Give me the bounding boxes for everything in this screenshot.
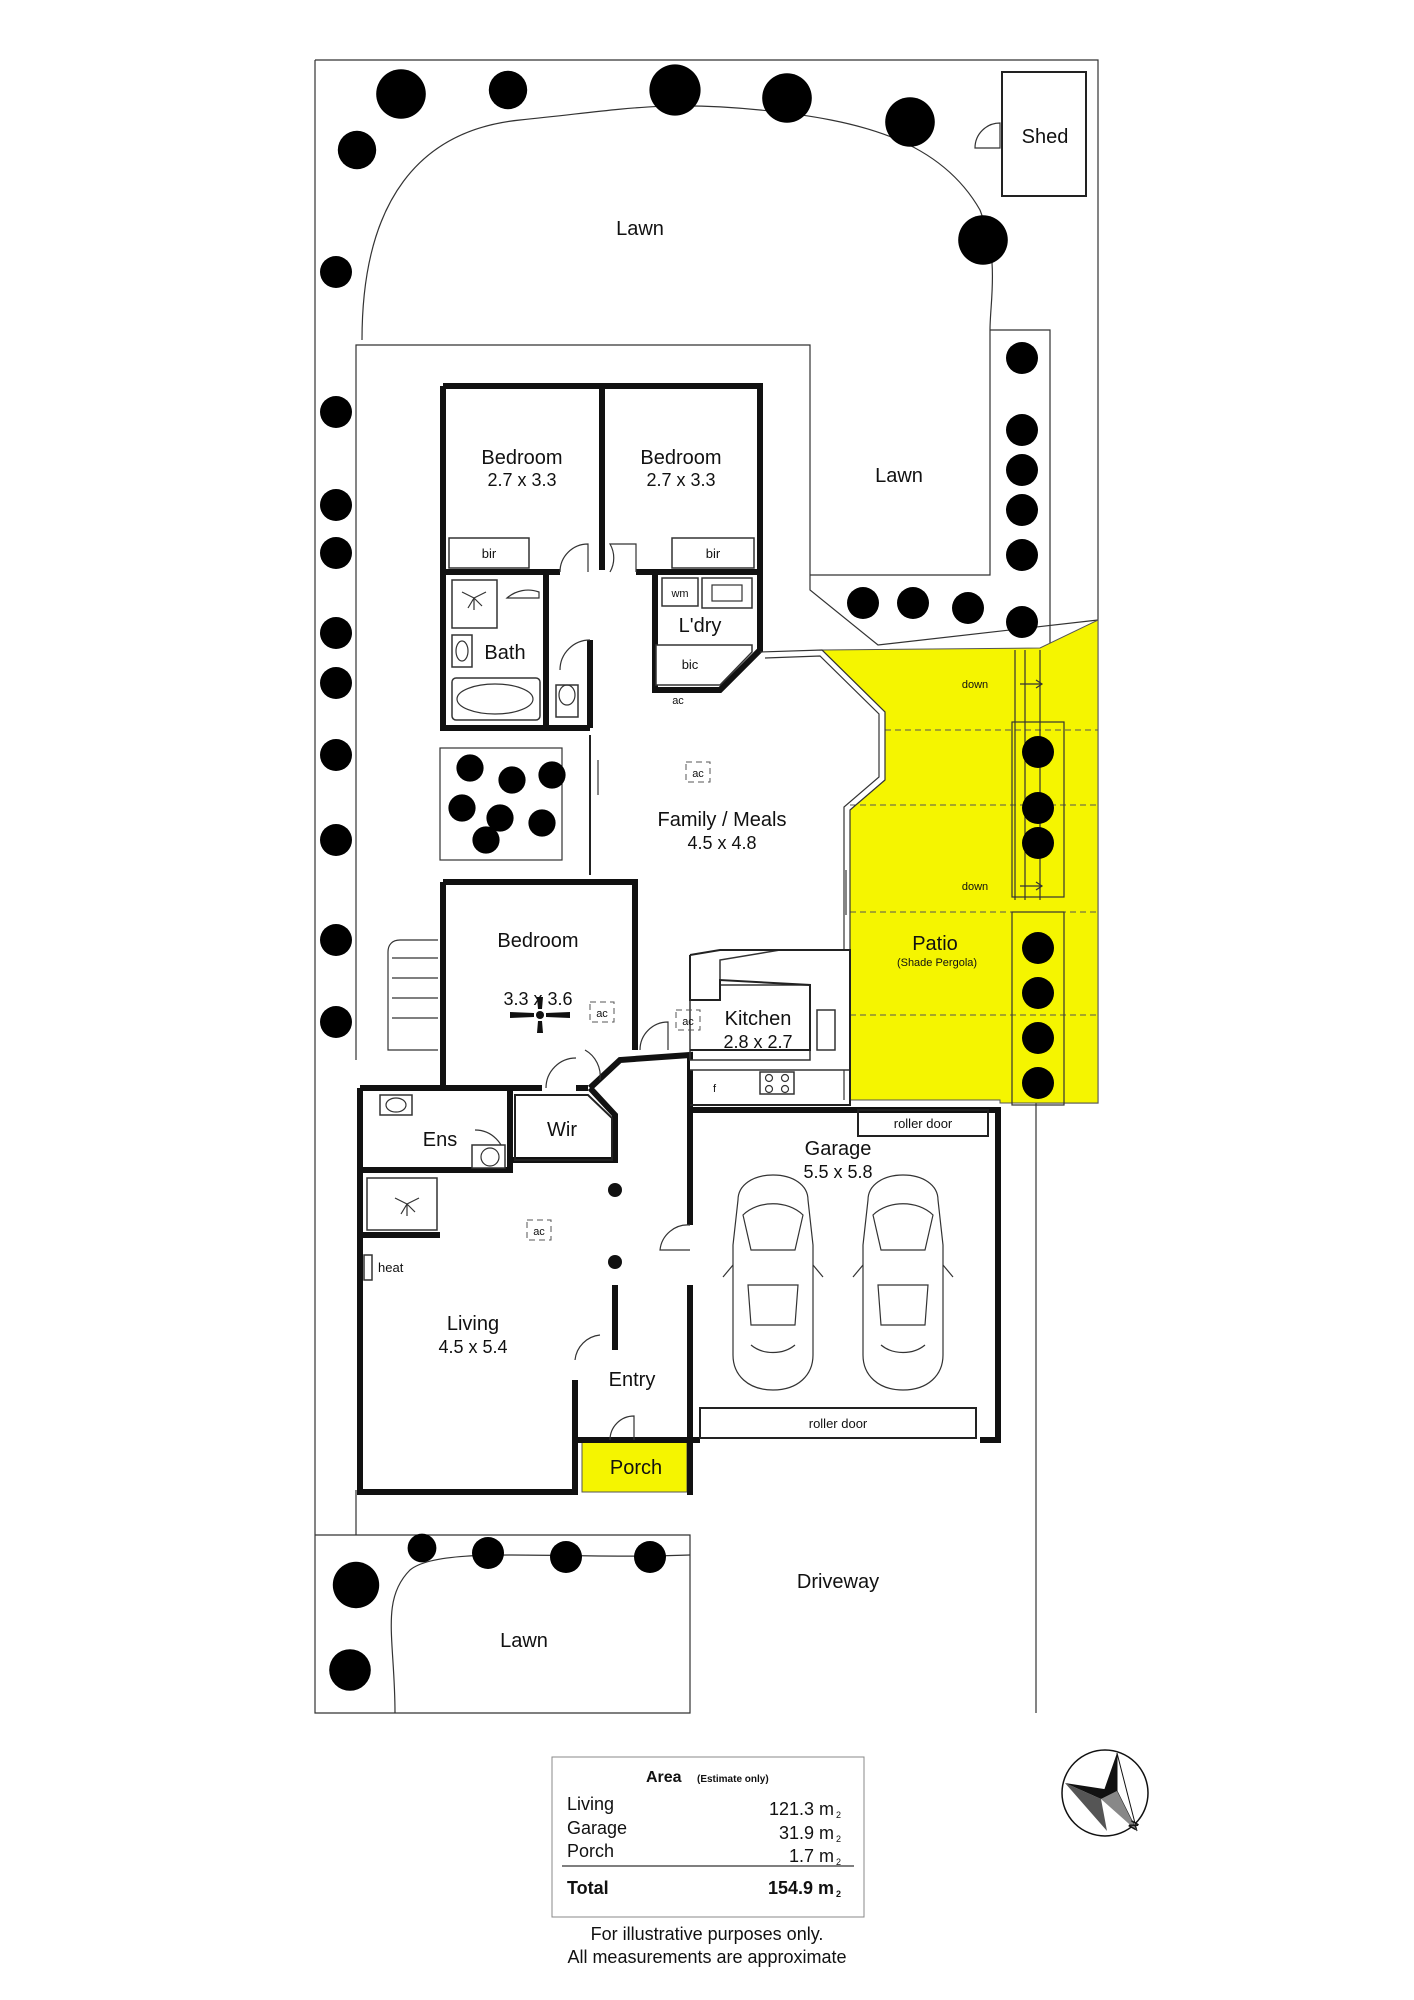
bath-label: Bath — [484, 642, 525, 664]
area-total-unit: 2 — [836, 1889, 841, 1899]
lawn-top-label: Lawn — [616, 218, 664, 240]
living-fixtures: heat — [363, 1183, 622, 1350]
garage-label: Garage — [805, 1138, 872, 1160]
area-row-garage-unit: 2 — [836, 1834, 841, 1844]
area-title: Area — [646, 1769, 682, 1786]
car-right — [852, 1174, 954, 1391]
bedroom3-label: Bedroom — [497, 930, 578, 952]
laundry-label: L'dry — [679, 615, 722, 637]
wir-label: Wir — [547, 1119, 577, 1141]
kitchen-ac: ac — [682, 1016, 694, 1028]
bedroom3-ac: ac — [596, 1008, 608, 1020]
patio-down-label-2: down — [962, 881, 988, 893]
area-total-value: 154.9 m — [768, 1878, 834, 1898]
area-row-porch-unit: 2 — [836, 1857, 841, 1867]
patio-down-label-1: down — [962, 679, 988, 691]
wm-label: wm — [670, 588, 688, 600]
area-total-label: Total — [567, 1878, 609, 1898]
heat-label: heat — [378, 1260, 404, 1275]
kitchen-label: Kitchen — [725, 1008, 792, 1030]
courtyard — [439, 747, 563, 861]
living-ac: ac — [533, 1226, 545, 1238]
kitchen-dims: 2.8 x 2.7 — [723, 1032, 792, 1052]
living-label: Living — [447, 1313, 499, 1335]
family-ac: ac — [692, 768, 704, 780]
bedroom1-label: Bedroom — [481, 447, 562, 469]
shed: Shed — [974, 71, 1087, 197]
ensuite-fixtures: Ens — [366, 1094, 506, 1231]
lawn-border-right — [990, 329, 1051, 648]
shed-label: Shed — [1022, 126, 1069, 148]
lawn-front-label: Lawn — [500, 1630, 548, 1652]
door-swings — [474, 543, 691, 1441]
fridge-label: f — [713, 1083, 717, 1095]
bedroom1-dims: 2.7 x 3.3 — [487, 470, 556, 490]
footer-line-2: All measurements are approximate — [567, 1947, 846, 1967]
bedroom1-bir: bir — [482, 546, 497, 561]
patio-sublabel: (Shade Pergola) — [897, 957, 977, 969]
bic-label: bic — [682, 657, 699, 672]
lawn-right-label: Lawn — [875, 465, 923, 487]
footer-line-1: For illustrative purposes only. — [591, 1924, 824, 1944]
area-row-living-value: 121.3 m — [769, 1799, 834, 1819]
family-dims: 4.5 x 4.8 — [687, 833, 756, 853]
porch: Porch — [581, 1439, 688, 1493]
bath-fixtures: Bath — [451, 579, 579, 721]
area-note: (Estimate only) — [697, 1774, 769, 1785]
wir: Wir — [514, 1094, 613, 1161]
robes: bir bir — [448, 537, 755, 569]
roller-door-top: roller door — [894, 1116, 953, 1131]
area-row-garage-value: 31.9 m — [779, 1823, 834, 1843]
bedroom2-dims: 2.7 x 3.3 — [646, 470, 715, 490]
ceiling-fan-icon — [510, 997, 570, 1033]
kitchen-bench: f — [689, 949, 851, 1106]
family-label: Family / Meals — [658, 809, 787, 831]
roller-door-bottom: roller door — [809, 1416, 868, 1431]
steps — [387, 939, 438, 1051]
patio-label: Patio — [912, 933, 958, 955]
garage-dims: 5.5 x 5.8 — [803, 1162, 872, 1182]
area-row-living-label: Living — [567, 1794, 614, 1814]
sliding-doors — [589, 735, 847, 915]
area-row-porch-label: Porch — [567, 1841, 614, 1861]
compass-icon: N — [1061, 1749, 1149, 1837]
bedroom2-label: Bedroom — [640, 447, 721, 469]
driveway-label: Driveway — [797, 1571, 879, 1593]
area-table: Area (Estimate only) Living 121.3 m 2 Ga… — [551, 1756, 865, 1918]
garage: roller door roller door Garage 5.5 x 5.8 — [699, 1109, 989, 1439]
bedroom3-dims: 3.3 x 3.6 — [503, 989, 572, 1009]
area-row-porch-value: 1.7 m — [789, 1846, 834, 1866]
ac-markers: ac ac ac ac — [526, 761, 711, 1241]
area-row-living-unit: 2 — [836, 1810, 841, 1820]
entry-label: Entry — [609, 1369, 656, 1391]
patio: down down Patio (Shade Pergola) — [820, 619, 1099, 1106]
porch-label: Porch — [610, 1457, 662, 1479]
lawn-curve-front — [390, 1554, 691, 1714]
car-left — [722, 1174, 824, 1391]
area-row-garage-label: Garage — [567, 1818, 627, 1838]
ens-label: Ens — [423, 1129, 457, 1151]
living-dims: 4.5 x 5.4 — [438, 1337, 507, 1357]
laundry: wm bic L'dry ac — [655, 577, 753, 707]
bedroom2-bir: bir — [706, 546, 721, 561]
laundry-ac-label: ac — [672, 695, 684, 707]
